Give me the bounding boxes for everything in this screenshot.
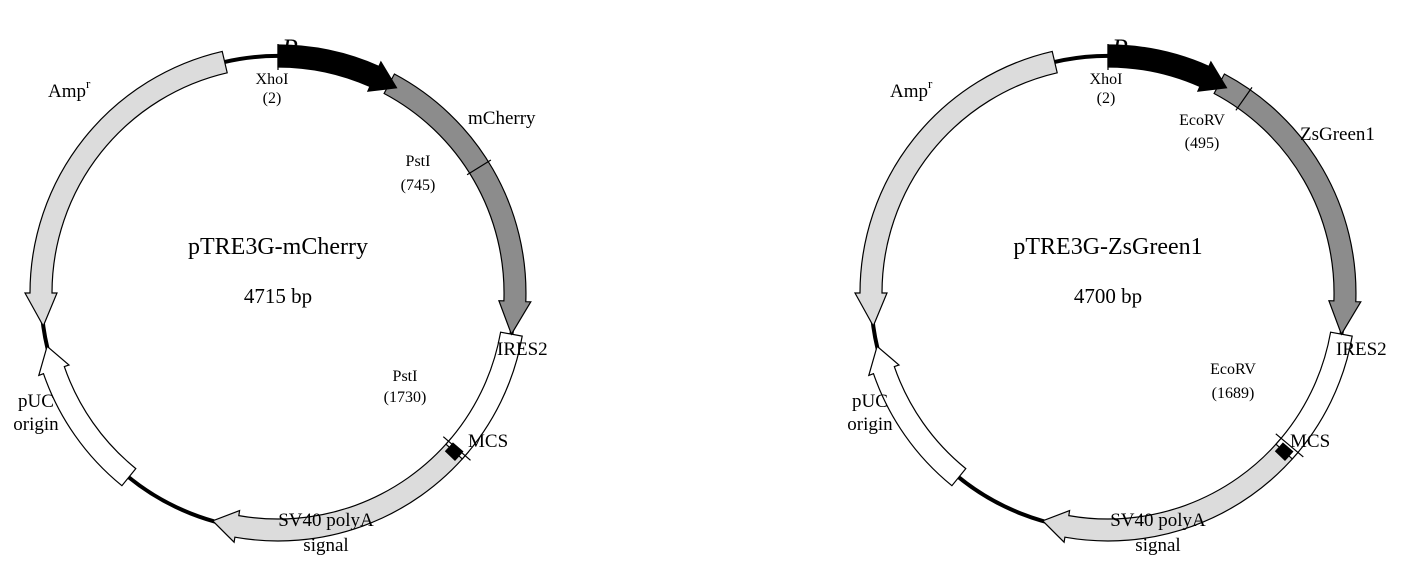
plasmid-size-2: 4700 bp xyxy=(1074,284,1142,308)
site-name-psti-745-1: PstI xyxy=(406,153,431,170)
site-tick-ecorv-1689-2 xyxy=(1275,433,1304,458)
feature-puc-origin-1 xyxy=(37,345,137,487)
puc-label-line2-1: origin xyxy=(13,414,59,435)
feature-sv40-polya-2 xyxy=(1041,437,1299,544)
ires-label-2: IRES2 xyxy=(1336,339,1387,360)
plasmid-map-1: PTRE3G XhoI (2) mCherry PstI (745) pTRE3… xyxy=(13,34,547,556)
promoter-label-1: PTRE3G xyxy=(281,34,338,68)
reporter-label-1: mCherry xyxy=(468,108,536,129)
reporter-label-2: ZsGreen1 xyxy=(1300,124,1375,145)
amp-label-1: Ampr xyxy=(48,76,91,102)
site-tick-psti-1730-1 xyxy=(442,436,471,461)
feature-puc-origin-2 xyxy=(867,345,967,487)
sv40-label-line2-1: signal xyxy=(303,535,348,556)
site-name-psti-1730-1: PstI xyxy=(393,368,418,385)
puc-label-line2-2: origin xyxy=(847,414,893,435)
plasmid-map-2: PTRE3G XhoI (2) EcoRV (495) ZsGreen1 pTR… xyxy=(847,34,1386,556)
feature-reporter-2 xyxy=(1213,73,1362,336)
feature-ires2-1 xyxy=(445,331,523,460)
ires-label-1: IRES2 xyxy=(497,339,548,360)
site-tick-ecorv-495-2 xyxy=(1235,87,1253,111)
site-name-ecorv-495-2: EcoRV xyxy=(1179,112,1225,129)
feature-amp-1 xyxy=(23,50,228,328)
feature-sv40-polya-1 xyxy=(211,437,469,544)
site-pos-psti-745-1: (745) xyxy=(401,177,436,194)
feature-reporter-1 xyxy=(383,73,532,336)
site-pos-xhoi-1: (2) xyxy=(263,90,282,107)
puc-label-line1-2: pUC xyxy=(852,391,888,412)
feature-promoter-1 xyxy=(277,44,398,92)
feature-amp-2 xyxy=(853,50,1058,328)
plasmid-name-2: pTRE3G-ZsGreen1 xyxy=(1013,234,1202,260)
site-name-xhoi-1: XhoI xyxy=(256,71,289,88)
sv40-label-line2-2: signal xyxy=(1135,535,1180,556)
sv40-label-line1-1: SV40 polyA xyxy=(278,510,374,531)
puc-label-line1-1: pUC xyxy=(18,391,54,412)
site-pos-psti-1730-1: (1730) xyxy=(384,389,427,406)
mcs-block-2 xyxy=(1274,442,1294,461)
mcs-label-2: MCS xyxy=(1290,431,1330,452)
promoter-label-2: PTRE3G xyxy=(1111,34,1168,68)
site-tick-psti-745-1 xyxy=(466,159,492,176)
sv40-label-line1-2: SV40 polyA xyxy=(1110,510,1206,531)
feature-ires2-2 xyxy=(1275,331,1353,460)
site-pos-ecorv-495-2: (495) xyxy=(1185,135,1220,152)
site-name-ecorv-1689-2: EcoRV xyxy=(1210,361,1256,378)
site-pos-ecorv-1689-2: (1689) xyxy=(1212,385,1255,402)
amp-label-2: Ampr xyxy=(890,76,933,102)
mcs-block-1 xyxy=(444,442,464,461)
site-name-xhoi-2: XhoI xyxy=(1090,71,1123,88)
mcs-label-1: MCS xyxy=(468,431,508,452)
plasmid-name-1: pTRE3G-mCherry xyxy=(188,234,368,260)
feature-promoter-2 xyxy=(1107,44,1228,92)
site-pos-xhoi-2: (2) xyxy=(1097,90,1116,107)
plasmid-size-1: 4715 bp xyxy=(244,284,312,308)
